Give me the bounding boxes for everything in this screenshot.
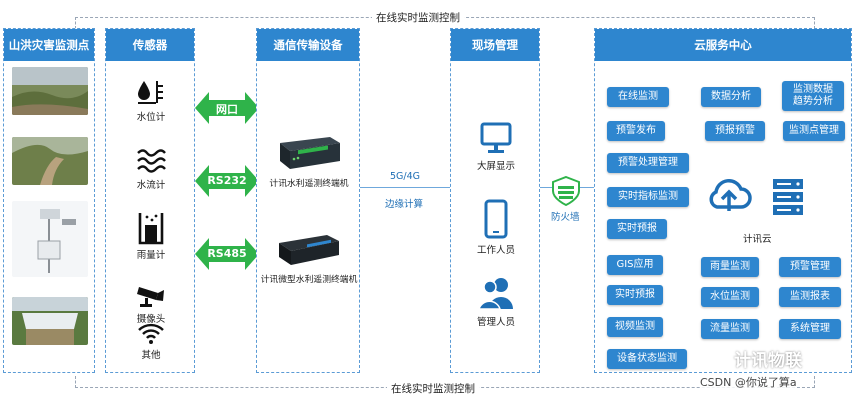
sensor-label-rain-gauge: 雨量计 [136, 250, 166, 261]
cloud-name: 计讯云 [743, 234, 772, 245]
link-label-rs232: RS232 [207, 174, 247, 187]
water-flow-icon [137, 149, 166, 173]
cloud-center-column: 云服务中心 在线监测 数据分析 监测数据 趋势分析 预警发布 预报预警 监测点管… [594, 28, 852, 373]
network-label-edge: 边缘计算 [385, 199, 424, 210]
link-arrow-ethernet [195, 92, 259, 124]
wechat-icon [708, 348, 730, 365]
rain-gauge-icon [138, 213, 164, 245]
chip-system-management: 系统管理 [779, 319, 841, 339]
chip-gis: GIS应用 [607, 255, 663, 275]
site-photo-1 [12, 67, 88, 115]
sensor-camera: 摄像头 [106, 283, 196, 325]
sensor-label-other: 其他 [141, 350, 161, 361]
watermark-brand: 计讯物联 [734, 351, 802, 371]
firewall-icon [552, 176, 580, 206]
chip-realtime-forecast-1: 实时预报 [607, 219, 667, 239]
onsite-label-screen: 大屏显示 [476, 161, 515, 172]
chip-device-status: 设备状态监测 [607, 349, 687, 369]
device-rtu: 计讯水利遥测终端机 [257, 129, 361, 189]
device-label-micro-rtu: 计讯微型水利遥测终端机 [260, 275, 358, 285]
sensor-water-flow: 水流计 [106, 147, 196, 191]
network-link-line [360, 187, 450, 188]
firewall-label: 防火墙 [551, 212, 580, 223]
site-photo-4 [12, 297, 88, 345]
monitoring-sites-column: 山洪灾害监测点 [3, 28, 95, 373]
comm-header: 通信传输设备 [257, 29, 359, 61]
cloud-header: 云服务中心 [595, 29, 851, 61]
link-label-ethernet: 网口 [216, 103, 238, 116]
site-photo-3 [12, 201, 88, 277]
device-label-rtu: 计讯水利遥测终端机 [269, 179, 349, 189]
sensor-label-camera: 摄像头 [136, 314, 166, 325]
loop-top-label: 在线实时监测控制 [372, 10, 464, 25]
loop-bottom-label: 在线实时监测控制 [387, 381, 479, 396]
comm-devices-column: 通信传输设备 计讯水利遥测终端机 计讯微型水利遥测终端机 [256, 28, 360, 373]
chip-video-monitoring: 视频监测 [607, 317, 663, 337]
chip-alert-management: 预警管理 [779, 257, 841, 277]
chip-rain-monitoring: 雨量监测 [701, 257, 759, 277]
link-arrow-rs232 [195, 165, 259, 197]
chip-forecast-warning: 预报预警 [705, 121, 765, 141]
phone-icon [484, 199, 508, 239]
chip-data-analysis: 数据分析 [701, 87, 761, 107]
monitor-icon [480, 122, 512, 153]
chip-monitoring-reports: 监测报表 [779, 287, 841, 307]
onsite-big-screen: 大屏显示 [456, 121, 536, 172]
sensor-label-water-flow: 水流计 [136, 180, 166, 191]
micro-rtu-device-icon [279, 235, 339, 265]
water-level-icon [138, 81, 163, 104]
cloud-upload-icon [709, 179, 752, 211]
onsite-label-managers: 管理人员 [476, 317, 515, 328]
chip-flow-monitoring: 流量监测 [701, 319, 759, 339]
sensor-other: 其他 [106, 321, 196, 361]
server-icon [773, 179, 803, 215]
device-micro-rtu: 计讯微型水利遥测终端机 [257, 227, 361, 285]
sensor-rain-gauge: 雨量计 [106, 211, 196, 261]
chip-realtime-forecast-2: 实时预报 [607, 285, 663, 305]
onsite-header: 现场管理 [451, 29, 539, 61]
sensors-header: 传感器 [106, 29, 194, 61]
chip-online-monitoring: 在线监测 [607, 87, 669, 107]
link-arrow-rs485 [195, 238, 259, 270]
chip-site-management: 监测点管理 [783, 121, 845, 141]
link-label-rs485: RS485 [207, 247, 247, 260]
chip-realtime-indicators: 实时指标监测 [607, 187, 689, 207]
site-photo-2 [12, 137, 88, 185]
sensors-column: 传感器 水位计 水流计 雨量计 摄像头 [105, 28, 195, 373]
network-label-5g: 5G/4G [390, 171, 421, 182]
people-icon [478, 278, 513, 310]
chip-trend-analysis: 监测数据 趋势分析 [782, 81, 844, 111]
sites-header: 山洪灾害监测点 [4, 29, 94, 61]
onsite-label-workers: 工作人员 [476, 245, 515, 256]
sensor-water-level: 水位计 [106, 77, 196, 123]
csdn-credit: CSDN @你说了算a [700, 374, 797, 390]
onsite-management-column: 现场管理 大屏显示 工作人员 管理人员 [450, 28, 540, 373]
camera-icon [137, 287, 164, 307]
wifi-icon [138, 323, 164, 344]
chip-alert-release: 预警发布 [607, 121, 665, 141]
sensor-label-water-level: 水位计 [136, 112, 166, 123]
onsite-workers: 工作人员 [456, 199, 536, 256]
rtu-device-icon [280, 137, 340, 169]
onsite-managers: 管理人员 [456, 275, 536, 328]
chip-water-level-monitoring: 水位监测 [701, 287, 759, 307]
chip-alert-processing: 预警处理管理 [607, 153, 689, 173]
